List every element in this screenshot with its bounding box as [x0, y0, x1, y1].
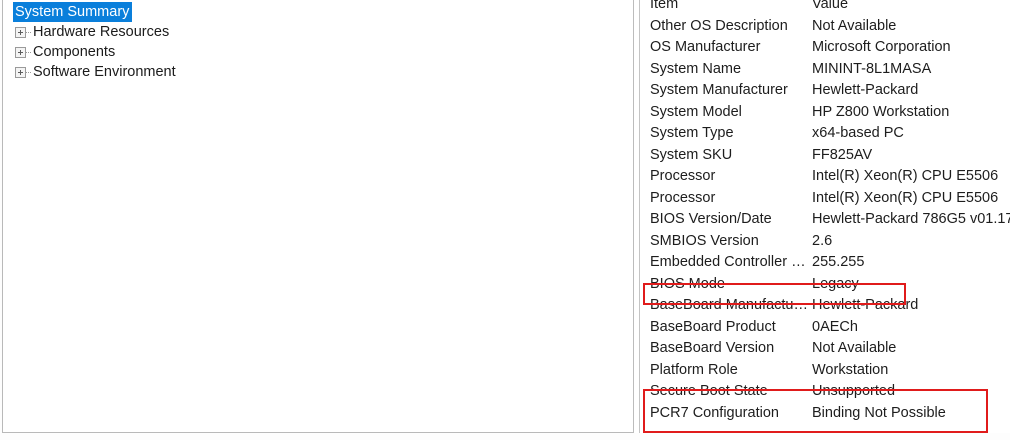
details-grid-container: Item Value Other OS Description Not Avai… — [639, 0, 1010, 433]
table-row[interactable]: OS Manufacturer Microsoft Corporation — [640, 37, 1010, 59]
table-row[interactable]: Processor Intel(R) Xeon(R) CPU E5506 — [640, 166, 1010, 188]
row-item-label: Processor — [650, 168, 716, 184]
tree-connector — [26, 72, 31, 74]
table-row[interactable]: BaseBoard Manufacturer Hewlett-Packard — [640, 295, 1010, 317]
plus-icon[interactable] — [15, 27, 26, 38]
row-item-value: FF825AV — [812, 146, 873, 163]
row-item-value: Binding Not Possible — [812, 404, 946, 421]
table-row[interactable]: BIOS Version/Date Hewlett-Packard 786G5 … — [640, 209, 1010, 231]
row-item-value: 0AECh — [812, 318, 858, 335]
table-row-secure-boot-state[interactable]: Secure Boot State Unsupported — [640, 381, 1010, 403]
plus-icon[interactable] — [15, 47, 26, 58]
row-item-label: OS Manufacturer — [650, 39, 761, 55]
row-item-value: x64-based PC — [812, 125, 904, 141]
row-item-value: Hewlett-Packard 786G5 v01.17, 8/ — [812, 211, 1010, 227]
row-item-label: System Type — [650, 125, 734, 141]
tree-item-system-summary[interactable]: System Summary — [9, 2, 629, 22]
row-item-label: BIOS Version/Date — [650, 211, 772, 227]
row-item-label: Processor — [650, 189, 716, 206]
row-item-label: Platform Role — [650, 361, 738, 378]
column-header-item[interactable]: Item — [650, 0, 679, 12]
row-item-value: Not Available — [812, 340, 897, 356]
tree-item-label: System Summary — [13, 2, 133, 22]
row-item-label: BIOS Mode — [650, 275, 725, 292]
row-item-label: BaseBoard Manufacturer — [650, 297, 810, 313]
tree-item-label: Components — [33, 44, 116, 60]
row-item-label: System SKU — [650, 146, 733, 163]
row-item-value: Unsupported — [812, 383, 896, 399]
tree-connector — [26, 32, 31, 34]
row-item-value: Hewlett-Packard — [812, 297, 919, 313]
row-item-label: Secure Boot State — [650, 383, 768, 399]
table-row[interactable]: Processor Intel(R) Xeon(R) CPU E5506 — [640, 188, 1010, 210]
row-item-value: Not Available — [812, 17, 897, 34]
row-item-value: Intel(R) Xeon(R) CPU E5506 — [812, 189, 999, 206]
row-item-value: MININT-8L1MASA — [812, 60, 932, 77]
row-item-value: Intel(R) Xeon(R) CPU E5506 — [812, 168, 999, 184]
row-item-value: HP Z800 Workstation — [812, 103, 950, 120]
row-item-label: System Model — [650, 103, 742, 120]
plus-icon[interactable] — [15, 67, 26, 78]
table-row[interactable]: System SKU FF825AV — [640, 145, 1010, 167]
row-item-label: Other OS Description — [650, 17, 788, 34]
table-row[interactable]: System Name MININT-8L1MASA — [640, 59, 1010, 81]
tree-item-software-environment[interactable]: Software Environment — [9, 62, 629, 82]
row-item-value: 255.255 — [812, 254, 865, 270]
row-item-label: System Manufacturer — [650, 82, 788, 98]
row-item-value: Legacy — [812, 275, 859, 292]
table-row[interactable]: System Manufacturer Hewlett-Packard — [640, 80, 1010, 102]
tree-item-components[interactable]: Components — [9, 42, 629, 62]
table-row[interactable]: BaseBoard Product 0AECh — [640, 317, 1010, 339]
column-header-value[interactable]: Value — [812, 0, 849, 12]
row-item-value: Hewlett-Packard — [812, 82, 919, 98]
row-item-label: SMBIOS Version — [650, 232, 759, 249]
row-item-value: Microsoft Corporation — [812, 39, 951, 55]
tree-item-hardware-resources[interactable]: Hardware Resources — [9, 22, 629, 42]
navigation-tree[interactable]: System Summary Hardware Resources Compon… — [9, 2, 629, 82]
table-row-bios-mode[interactable]: BIOS Mode Legacy — [640, 274, 1010, 296]
table-row[interactable]: Embedded Controller V... 255.255 — [640, 252, 1010, 274]
row-item-label: Embedded Controller V... — [650, 254, 810, 270]
column-header-row[interactable]: Item Value — [640, 0, 1010, 16]
tree-item-label: Software Environment — [33, 64, 176, 80]
row-item-label: BaseBoard Version — [650, 340, 775, 356]
table-row[interactable]: SMBIOS Version 2.6 — [640, 231, 1010, 253]
table-row[interactable]: System Model HP Z800 Workstation — [640, 102, 1010, 124]
row-item-label: System Name — [650, 60, 742, 77]
row-item-value: 2.6 — [812, 232, 833, 249]
navigation-tree-pane[interactable]: System Summary Hardware Resources Compon… — [2, 0, 633, 433]
table-row[interactable]: Platform Role Workstation — [640, 360, 1010, 382]
table-row[interactable]: System Type x64-based PC — [640, 123, 1010, 145]
row-item-value: Workstation — [812, 361, 889, 378]
tree-connector — [26, 52, 31, 54]
details-grid: Item Value Other OS Description Not Avai… — [640, 0, 1010, 424]
table-row-pcr7-configuration[interactable]: PCR7 Configuration Binding Not Possible — [640, 403, 1010, 425]
tree-item-label: Hardware Resources — [33, 24, 170, 40]
details-pane[interactable]: Item Value Other OS Description Not Avai… — [633, 0, 1010, 433]
row-item-label: BaseBoard Product — [650, 318, 776, 335]
table-row[interactable]: BaseBoard Version Not Available — [640, 338, 1010, 360]
row-item-label: PCR7 Configuration — [650, 404, 779, 421]
table-row[interactable]: Other OS Description Not Available — [640, 16, 1010, 38]
